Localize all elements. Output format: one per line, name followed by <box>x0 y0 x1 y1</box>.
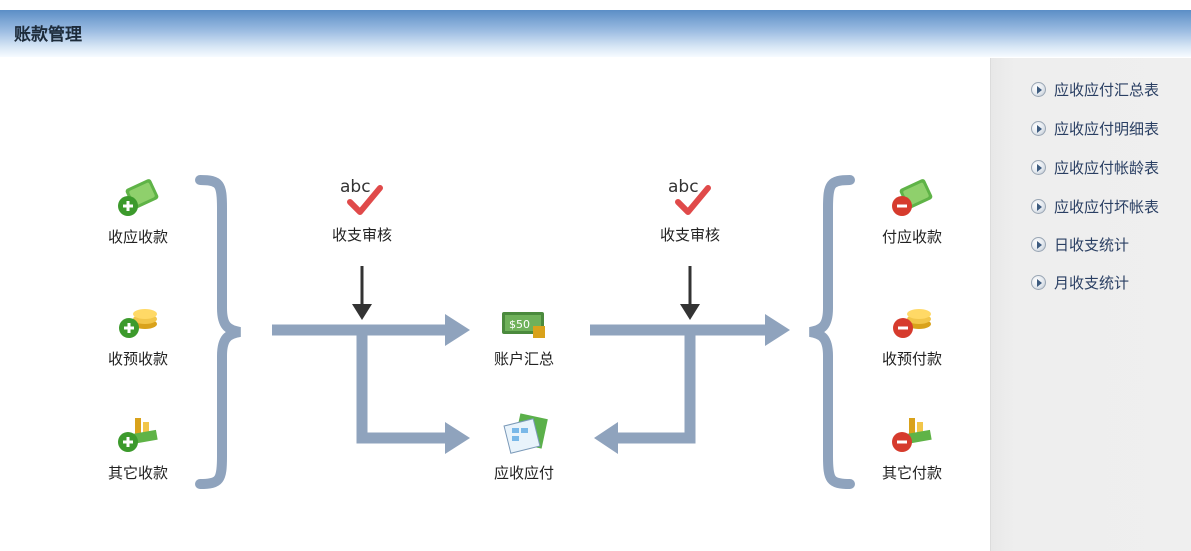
account-summary-node[interactable]: $50 账户汇总 <box>474 306 574 369</box>
pay-other-node[interactable]: 其它付款 <box>862 414 962 483</box>
right-arrow-bullet-icon <box>1031 274 1046 290</box>
receive-due-node[interactable]: 收应收款 <box>88 176 188 247</box>
right-flow-bottom-arrowhead <box>594 422 618 454</box>
sidebar-item-daily-stats[interactable]: 日收支统计 <box>1031 233 1129 255</box>
right-brace <box>809 175 855 489</box>
page-title: 账款管理 <box>14 25 82 45</box>
abc-check-icon: abc <box>668 177 711 215</box>
abc-text: abc <box>668 177 699 197</box>
sidebar-item-bad-debt-report[interactable]: 应收应付坏帐表 <box>1031 195 1159 217</box>
sidebar-item-label: 应收应付汇总表 <box>1054 80 1160 99</box>
money-receive-icon <box>118 179 159 216</box>
sidebar-item-label: 日收支统计 <box>1054 235 1130 254</box>
pay-prepay-label: 收预付款 <box>881 350 942 368</box>
sidebar-item-label: 应收应付明细表 <box>1054 119 1160 138</box>
pay-other-label: 其它付款 <box>881 464 942 482</box>
right-arrow-bullet-icon <box>1031 120 1046 136</box>
sidebar-item-detail-report[interactable]: 应收应付明细表 <box>1031 117 1159 139</box>
report-sidebar: 应收应付汇总表 应收应付明细表 应收应付帐龄表 应收应付坏帐表 日收支统计 月收… <box>990 58 1191 551</box>
coins-pay-icon <box>893 309 931 338</box>
flow-diagram: 收应收款 收预收款 其它收款 abc 收支审核 <box>0 58 990 551</box>
folder-calculator-icon <box>503 413 548 454</box>
abc-text: abc <box>340 177 371 197</box>
right-arrow-bullet-icon <box>1031 236 1046 252</box>
audit-right-node[interactable]: abc 收支审核 <box>640 174 740 245</box>
right-arrow-bullet-icon <box>1031 159 1046 175</box>
receivable-payable-node[interactable]: 应收应付 <box>474 412 574 483</box>
cash-receive-icon <box>118 418 158 452</box>
coins-receive-icon <box>119 309 157 338</box>
right-arrow-bullet-icon <box>1031 81 1046 97</box>
money-text: $50 <box>509 318 530 331</box>
sidebar-item-summary-report[interactable]: 应收应付汇总表 <box>1031 78 1159 100</box>
pay-due-label: 付应收款 <box>881 228 942 246</box>
account-summary-label: 账户汇总 <box>493 350 554 368</box>
money-pay-icon <box>892 179 933 216</box>
audit-right-arrowhead <box>680 304 700 320</box>
sidebar-item-label: 应收应付坏帐表 <box>1054 197 1160 216</box>
receive-other-label: 其它收款 <box>107 464 168 482</box>
pay-due-node[interactable]: 付应收款 <box>862 176 962 247</box>
sidebar-item-aging-report[interactable]: 应收应付帐龄表 <box>1031 156 1159 178</box>
receivable-payable-label: 应收应付 <box>493 464 554 482</box>
left-flow-bottom-arrowhead <box>445 422 470 454</box>
left-brace <box>195 175 241 489</box>
receive-prepay-node[interactable]: 收预收款 <box>88 302 188 369</box>
pay-prepay-node[interactable]: 收预付款 <box>862 302 962 369</box>
flow-lines <box>195 175 855 489</box>
receive-other-node[interactable]: 其它收款 <box>88 414 188 483</box>
left-flow-branch <box>356 330 452 444</box>
audit-right-label: 收支审核 <box>659 226 720 244</box>
audit-left-label: 收支审核 <box>331 226 392 244</box>
audit-left-arrowhead <box>352 304 372 320</box>
page-header: 账款管理 <box>0 10 1191 57</box>
right-arrow-bullet-icon <box>1031 198 1046 214</box>
abc-check-icon: abc <box>340 177 383 215</box>
audit-left-node[interactable]: abc 收支审核 <box>312 174 412 245</box>
sidebar-item-label: 应收应付帐龄表 <box>1054 158 1160 177</box>
cash-pay-icon <box>892 418 932 452</box>
cash-stack-icon: $50 <box>502 312 545 338</box>
receive-prepay-label: 收预收款 <box>107 350 168 368</box>
right-flow-branch <box>612 330 696 444</box>
sidebar-item-label: 月收支统计 <box>1054 273 1130 292</box>
sidebar-item-monthly-stats[interactable]: 月收支统计 <box>1031 271 1129 293</box>
right-flow-top-arrowhead <box>765 314 790 346</box>
left-flow-top-arrowhead <box>445 314 470 346</box>
receive-due-label: 收应收款 <box>107 228 168 246</box>
